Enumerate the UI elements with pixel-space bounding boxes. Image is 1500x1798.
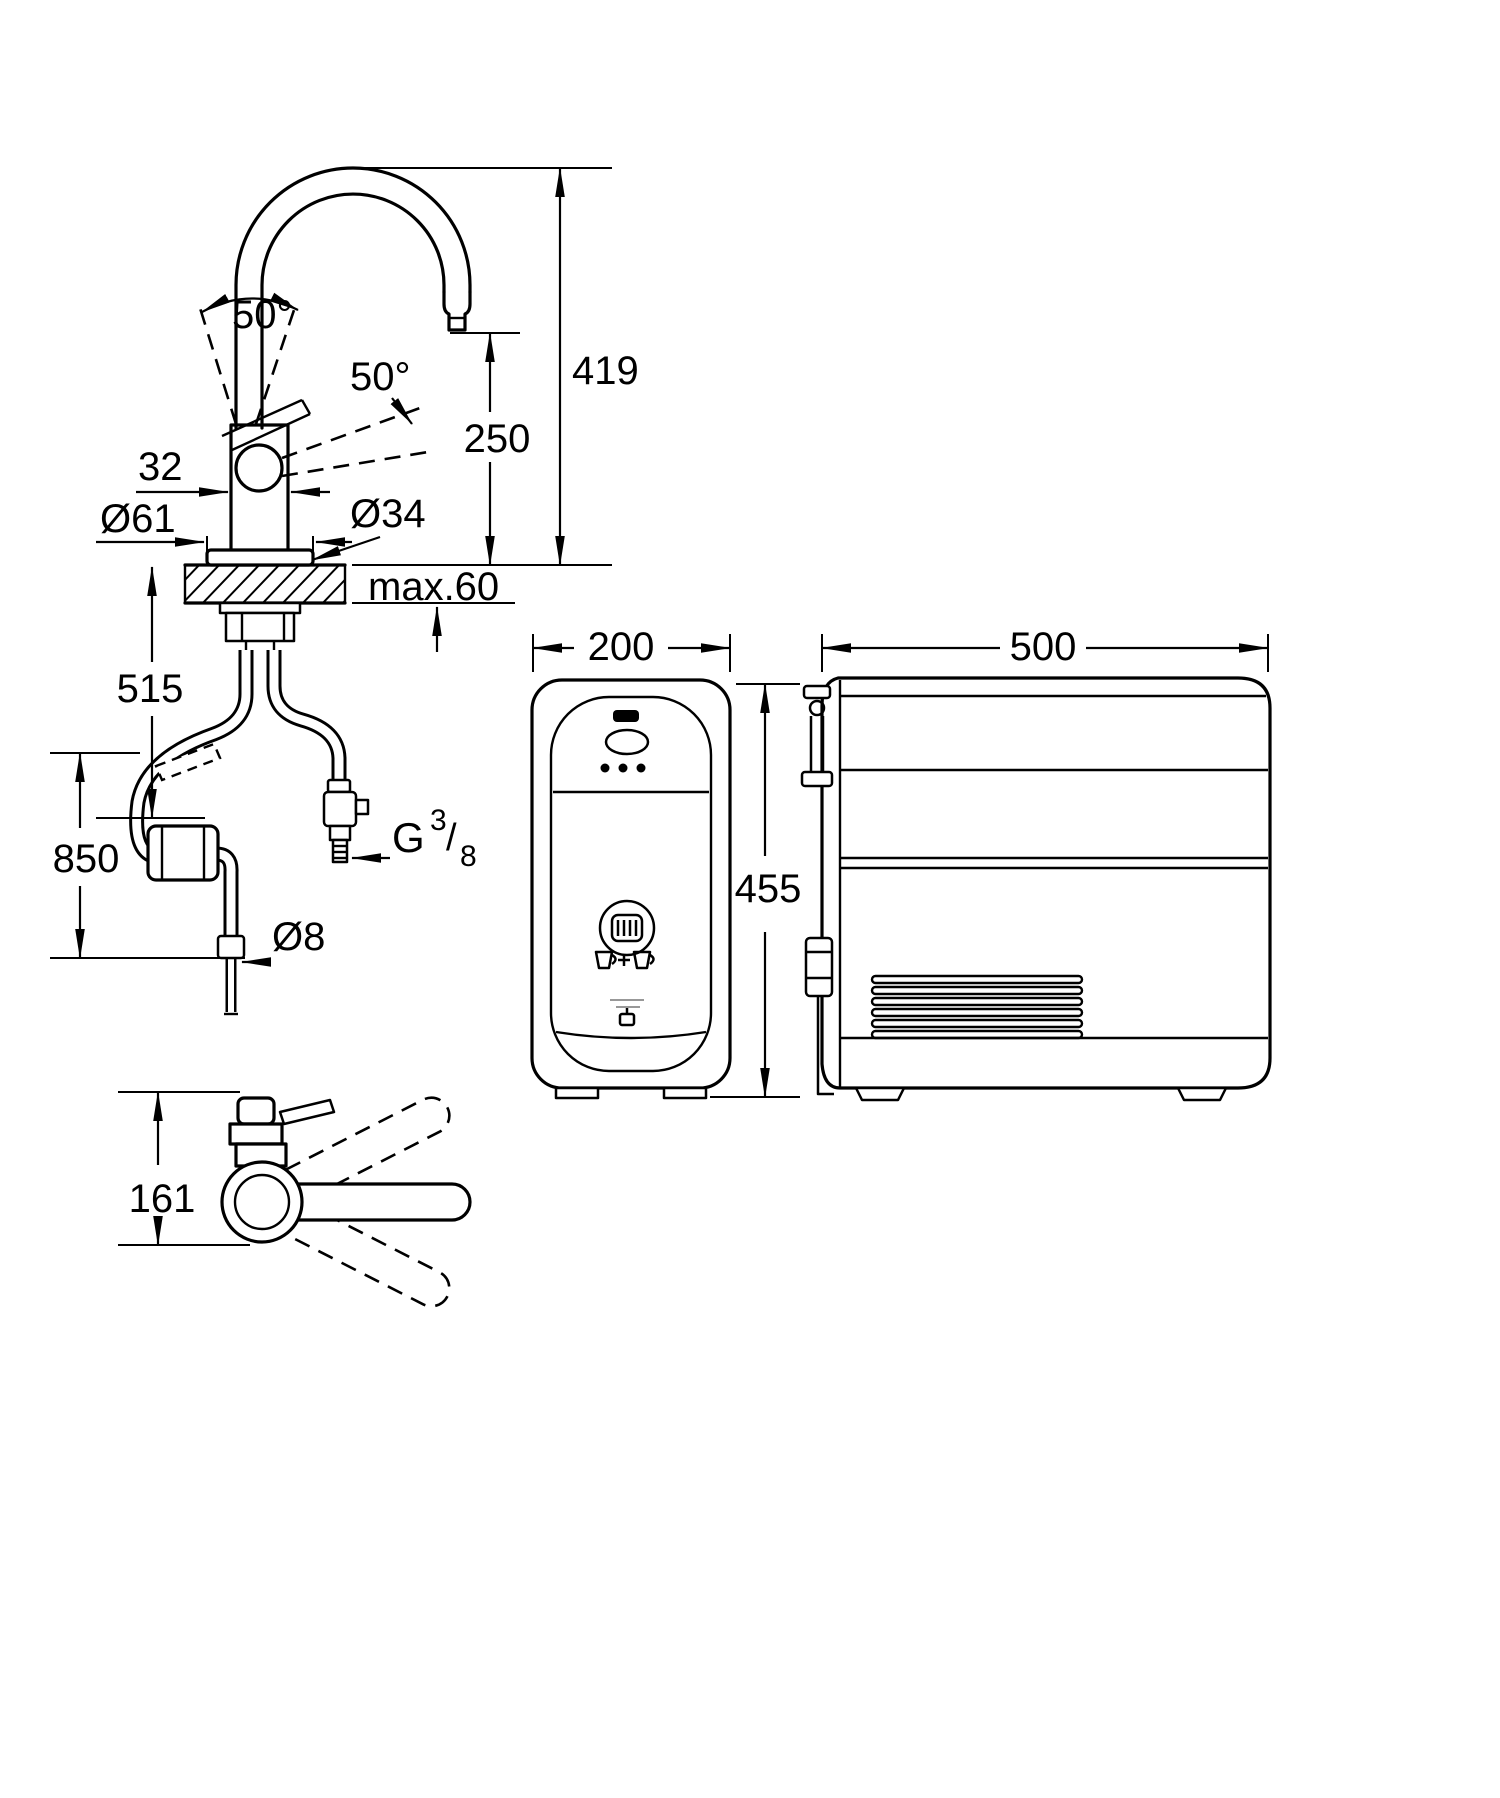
front-panel (549, 695, 713, 1073)
tap-icon (618, 1008, 636, 1027)
lever-pivot (234, 443, 284, 493)
power-button-icon (604, 728, 650, 756)
lower-hose (216, 934, 246, 1016)
base-flange (205, 548, 315, 567)
dim-hose-lower: 850 (50, 752, 245, 959)
thread-numerator: 3 (430, 804, 447, 837)
cooler-front-view: 200 455 (530, 625, 802, 1100)
dim-cooler-depth: 500 (821, 625, 1269, 672)
cooler-width-label: 200 (588, 625, 655, 669)
top-view-lever (278, 1098, 336, 1126)
hose-diameter-label: Ø8 (272, 915, 325, 959)
hose-upper-label: 515 (117, 667, 184, 711)
hose-lower-label: 850 (53, 837, 120, 881)
side-top-connector (800, 684, 834, 788)
filter-unit (146, 824, 220, 882)
mounting-nut (224, 611, 296, 643)
angle-valve (322, 778, 370, 864)
cooler-front-body (530, 678, 732, 1090)
total-height-label: 419 (572, 349, 639, 393)
cups-plus-icon (594, 950, 655, 970)
mounting-hardware (205, 548, 315, 650)
indicator-dot-1 (600, 763, 610, 773)
dim-max-thickness: max.60 (352, 565, 515, 652)
cooler-side-foot-left (854, 1086, 906, 1102)
vent-grille (870, 974, 1084, 1040)
faucet-front-view: 50° 50° (129, 166, 472, 1016)
max-thickness-label: max.60 (368, 565, 499, 609)
swivel-arm-lower (285, 1201, 451, 1308)
dim-hole-diameter: Ø34 (311, 492, 426, 562)
swivel-arm-upper (285, 1096, 451, 1203)
base-circle (220, 1160, 304, 1244)
power-cable (816, 996, 834, 1096)
cooler-side-foot-right (1176, 1086, 1228, 1102)
indicator-dot-3 (636, 763, 646, 773)
dim-cooler-height: 455 (710, 683, 802, 1098)
lever-solid (221, 398, 303, 438)
status-window-icon (613, 710, 639, 722)
body-width-label: 32 (138, 445, 183, 489)
dim-hose-upper: 515 (96, 566, 205, 819)
faucet-top-view: 161 (118, 1091, 472, 1308)
outlet-height-label: 250 (464, 417, 531, 461)
dim-outlet-height: 250 (450, 332, 531, 566)
cooler-depth-label: 500 (1010, 625, 1077, 669)
cooler-side-view: 500 (800, 625, 1272, 1102)
dim-total-height: 419 (352, 167, 639, 566)
washer (218, 601, 302, 615)
cooler-front-foot-left (554, 1086, 600, 1100)
dim-top-height: 161 (118, 1091, 250, 1246)
dim-cooler-width: 200 (532, 625, 731, 672)
hole-diameter-label: Ø34 (350, 492, 426, 536)
thread-slash: / (446, 817, 457, 859)
dim-base-diameter: Ø61 (96, 497, 352, 552)
lever-indicator: 50° (281, 355, 429, 478)
indicator-dot-2 (618, 763, 628, 773)
cooler-height-label: 455 (735, 867, 802, 911)
counter-hatch (186, 566, 344, 602)
front-panel-controls (600, 710, 650, 773)
spout-arm (298, 1182, 472, 1222)
swivel-angle-label: 50° (232, 293, 293, 337)
front-panel-logo (598, 899, 656, 957)
spout-outline (234, 166, 472, 430)
thread-denominator: 8 (460, 840, 477, 873)
side-bottom-connector (804, 936, 834, 1096)
hose-right (266, 650, 347, 782)
thread-letter: G (392, 814, 425, 861)
hose-connector (216, 934, 246, 960)
cooler-front-foot-right (662, 1086, 708, 1100)
countertop (183, 563, 347, 605)
brand-logo-icon (598, 899, 656, 957)
dim-body-width: 32 (136, 445, 330, 497)
top-view-body (220, 1096, 336, 1244)
fine-print (610, 999, 644, 1008)
swivel-indicator: 50° (198, 292, 299, 425)
base-diameter-label: Ø61 (100, 497, 176, 541)
nozzle (442, 290, 472, 332)
hose-label-tag (154, 742, 222, 782)
dim-thread: G 3 / 8 (351, 804, 477, 873)
dim-hose-diameter: Ø8 (241, 915, 325, 967)
lever-angle-label: 50° (350, 355, 411, 399)
faucet-dimensions: 419 250 32 Ø61 Ø34 (50, 167, 639, 967)
top-height-label: 161 (129, 1177, 196, 1221)
